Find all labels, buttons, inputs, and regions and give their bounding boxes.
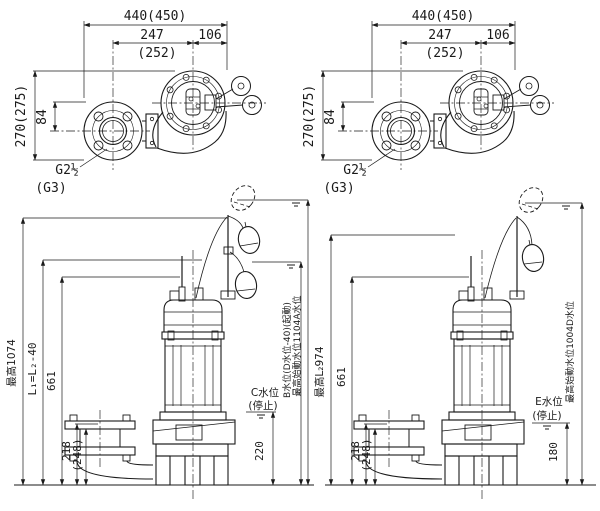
dim-max-height-label: 最高1074 (5, 339, 18, 387)
dim-total-depth-label: 270(275) (302, 85, 317, 148)
level-c-name-label: C水位 (251, 386, 280, 399)
dim-220-label: 220 (253, 441, 266, 461)
dim-84-label: 84 (323, 109, 338, 125)
thread-size-alt-label: (G3) (35, 181, 66, 196)
bottom-right-elevation-view: 最高L₂974 661 218 (248) 180 E水位 (停止) 最高始動水… (313, 187, 596, 501)
float-phantom (518, 187, 544, 213)
dim-247-label: 247 (140, 28, 163, 43)
top-left-dimension-lines (32, 21, 228, 168)
dim-180-label: 180 (547, 442, 560, 462)
top-right-plan-view: 440(450) 247 106 (252) 270(275) 84 G2½ (… (302, 9, 555, 196)
dim-247-label: 247 (428, 28, 451, 43)
bottom-left-elevation-view: 最高1074 L₁=L₂-40 661 218 (248) 220 C水位 (停… (5, 185, 314, 501)
dim-661-label: 661 (45, 371, 58, 391)
dim-total-depth-label: 270(275) (14, 85, 29, 148)
dim-total-width-label: 440(450) (412, 9, 475, 24)
level-c-state-label: (停止) (248, 399, 277, 412)
level-e-state-label: (停止) (532, 409, 561, 422)
level-e-name-label: E水位 (535, 395, 563, 408)
max-start-level-label: 最高始動水位1004D水位 (564, 301, 576, 403)
top-left-plan-view: 440(450) 247 106 (252) 270(275) 84 G2½ (… (14, 9, 267, 196)
dim-l-formula-label: L₁=L₂-40 (26, 343, 39, 396)
float-switch-assembly (484, 187, 545, 300)
max-start-level-label: 最高始動水位1104A水位 (291, 295, 303, 396)
float-stop (234, 271, 258, 299)
level-b-label: B水位(D水位-40)(起動) (281, 302, 293, 398)
float-phantom (230, 185, 256, 211)
dim-total-width-label: 440(450) (124, 9, 187, 24)
float-start-stop (521, 239, 545, 272)
dim-661-label: 661 (335, 367, 348, 387)
dim-218-label: 218 (60, 441, 73, 461)
thread-size-label: G2½ (343, 163, 367, 178)
dim-248-label: (248) (71, 438, 84, 471)
dim-106-label: 106 (486, 28, 509, 43)
dim-252-label: (252) (425, 46, 464, 61)
dim-max-height-label: 最高L₂974 (313, 346, 326, 397)
dim-84-label: 84 (35, 109, 50, 125)
thread-size-alt-label: (G3) (323, 181, 354, 196)
top-right-dimension-lines (320, 21, 516, 168)
float-switch-assembly (195, 185, 261, 300)
thread-size-label: G2½ (55, 163, 79, 178)
float-start (237, 221, 261, 254)
dim-252-label: (252) (137, 46, 176, 61)
dim-218-label: 218 (349, 441, 362, 461)
water-level-marks (525, 202, 582, 430)
dim-106-label: 106 (198, 28, 221, 43)
bottom-right-dimension-lines (325, 202, 596, 486)
dim-248-label: (248) (360, 438, 373, 471)
bottom-left-dimension-lines (14, 199, 314, 486)
